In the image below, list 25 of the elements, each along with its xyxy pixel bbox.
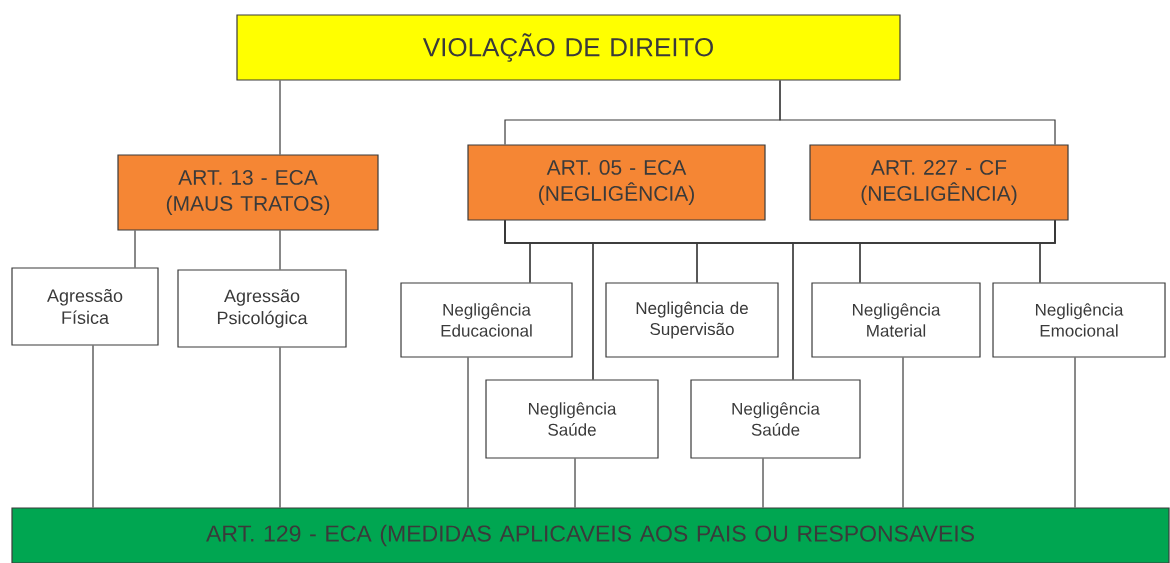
connector-line bbox=[92, 345, 94, 508]
connector-line bbox=[279, 230, 281, 270]
category-box: Negligência Material bbox=[811, 282, 981, 358]
article-box: ART. 13 - ECA (MAUS TRATOS) bbox=[117, 154, 379, 231]
article-box: ART. 227 - CF (NEGLIGÊNCIA) bbox=[809, 144, 1069, 221]
connector-line bbox=[1039, 220, 1056, 283]
category-box: Agressão Física bbox=[11, 267, 159, 346]
category-box: Negligência Saúde bbox=[690, 379, 861, 459]
connector-line bbox=[762, 458, 764, 508]
category-box: Negligência Saúde bbox=[485, 379, 659, 459]
connector-line bbox=[279, 347, 281, 508]
connector-line bbox=[574, 458, 576, 508]
connector-line bbox=[279, 80, 281, 155]
measures-box: ART. 129 - ECA (MEDIDAS APLICAVEIS AOS PAIS OU RESPONSAVEIS bbox=[11, 507, 1170, 563]
category-box: Negligência Educacional bbox=[400, 282, 573, 358]
category-box: Agressão Psicológica bbox=[177, 269, 347, 348]
connector-line bbox=[902, 357, 904, 508]
connector-line bbox=[779, 80, 1056, 145]
article-box: ART. 05 - ECA (NEGLIGÊNCIA) bbox=[467, 144, 766, 221]
connector-line bbox=[1074, 357, 1076, 508]
title-box: VIOLAÇÃO DE DIREITO bbox=[236, 14, 901, 81]
category-box: Negligência de Supervisão bbox=[605, 282, 779, 358]
category-box: Negligência Emocional bbox=[992, 282, 1166, 358]
connector-line bbox=[467, 357, 469, 508]
connector-line bbox=[134, 230, 136, 268]
